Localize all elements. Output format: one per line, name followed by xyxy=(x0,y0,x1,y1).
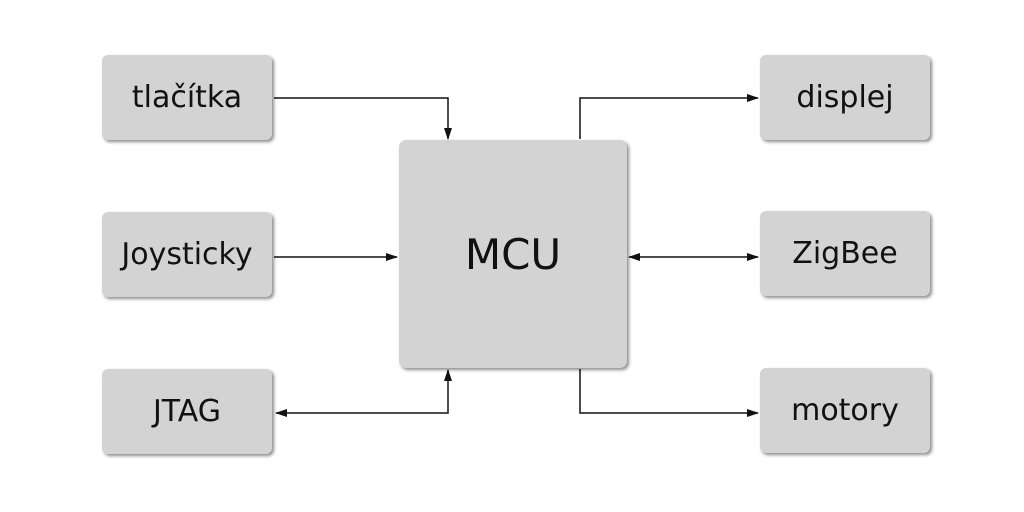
block-displej: displej xyxy=(760,55,930,140)
connection-jtag-mcu xyxy=(275,369,452,417)
block-tlacitka-label: tlačítka xyxy=(131,80,243,115)
connection-mcu-motory xyxy=(579,369,759,417)
connection-mcu-displej xyxy=(579,94,759,139)
block-zigbee: ZigBee xyxy=(760,211,930,296)
block-mcu: MCU xyxy=(399,140,627,368)
block-zigbee-label: ZigBee xyxy=(792,236,898,271)
block-displej-label: displej xyxy=(796,80,894,115)
block-joysticky: Joysticky xyxy=(102,212,272,297)
block-joysticky-label: Joysticky xyxy=(121,237,253,272)
block-tlacitka: tlačítka xyxy=(102,55,272,140)
block-mcu-label: MCU xyxy=(464,229,562,279)
connection-tlacitka-mcu xyxy=(274,97,452,140)
block-motory: motory xyxy=(760,368,930,453)
block-jtag-label: JTAG xyxy=(152,394,222,429)
block-motory-label: motory xyxy=(791,393,899,428)
block-jtag: JTAG xyxy=(102,369,272,454)
